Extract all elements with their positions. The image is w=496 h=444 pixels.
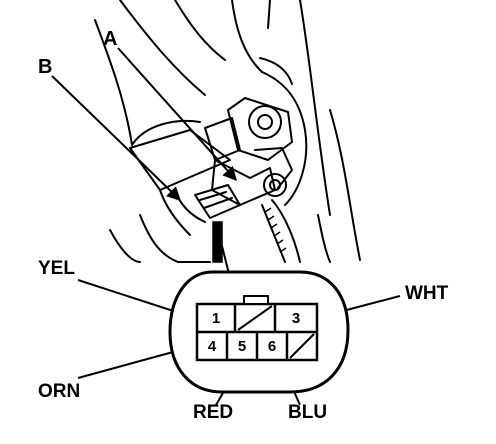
wire-blu-label: BLU bbox=[288, 402, 328, 423]
wire-wht-label: WHT bbox=[405, 283, 449, 304]
steering-column-illustration bbox=[94, 0, 361, 263]
pin-1-label: 1 bbox=[211, 310, 221, 327]
callout-a-arrow bbox=[117, 47, 237, 182]
callout-b-label: B bbox=[38, 56, 53, 78]
callout-b-arrow bbox=[51, 75, 182, 201]
empty-cavity-7 bbox=[289, 333, 315, 359]
harness-detail bbox=[212, 207, 287, 263]
wire-red-label: RED bbox=[193, 402, 234, 423]
wire-orn-label: ORN bbox=[38, 381, 81, 402]
pin-4-label: 4 bbox=[207, 338, 217, 355]
lock-tab bbox=[243, 295, 269, 305]
pin-3-label: 3 bbox=[291, 310, 301, 327]
callout-a-label: A bbox=[103, 28, 118, 50]
connector-face bbox=[168, 270, 350, 394]
empty-cavity-2 bbox=[237, 305, 273, 331]
wire-yel-label: YEL bbox=[38, 258, 75, 279]
pin-6-label: 6 bbox=[267, 338, 277, 355]
pin-5-label: 5 bbox=[237, 338, 247, 355]
